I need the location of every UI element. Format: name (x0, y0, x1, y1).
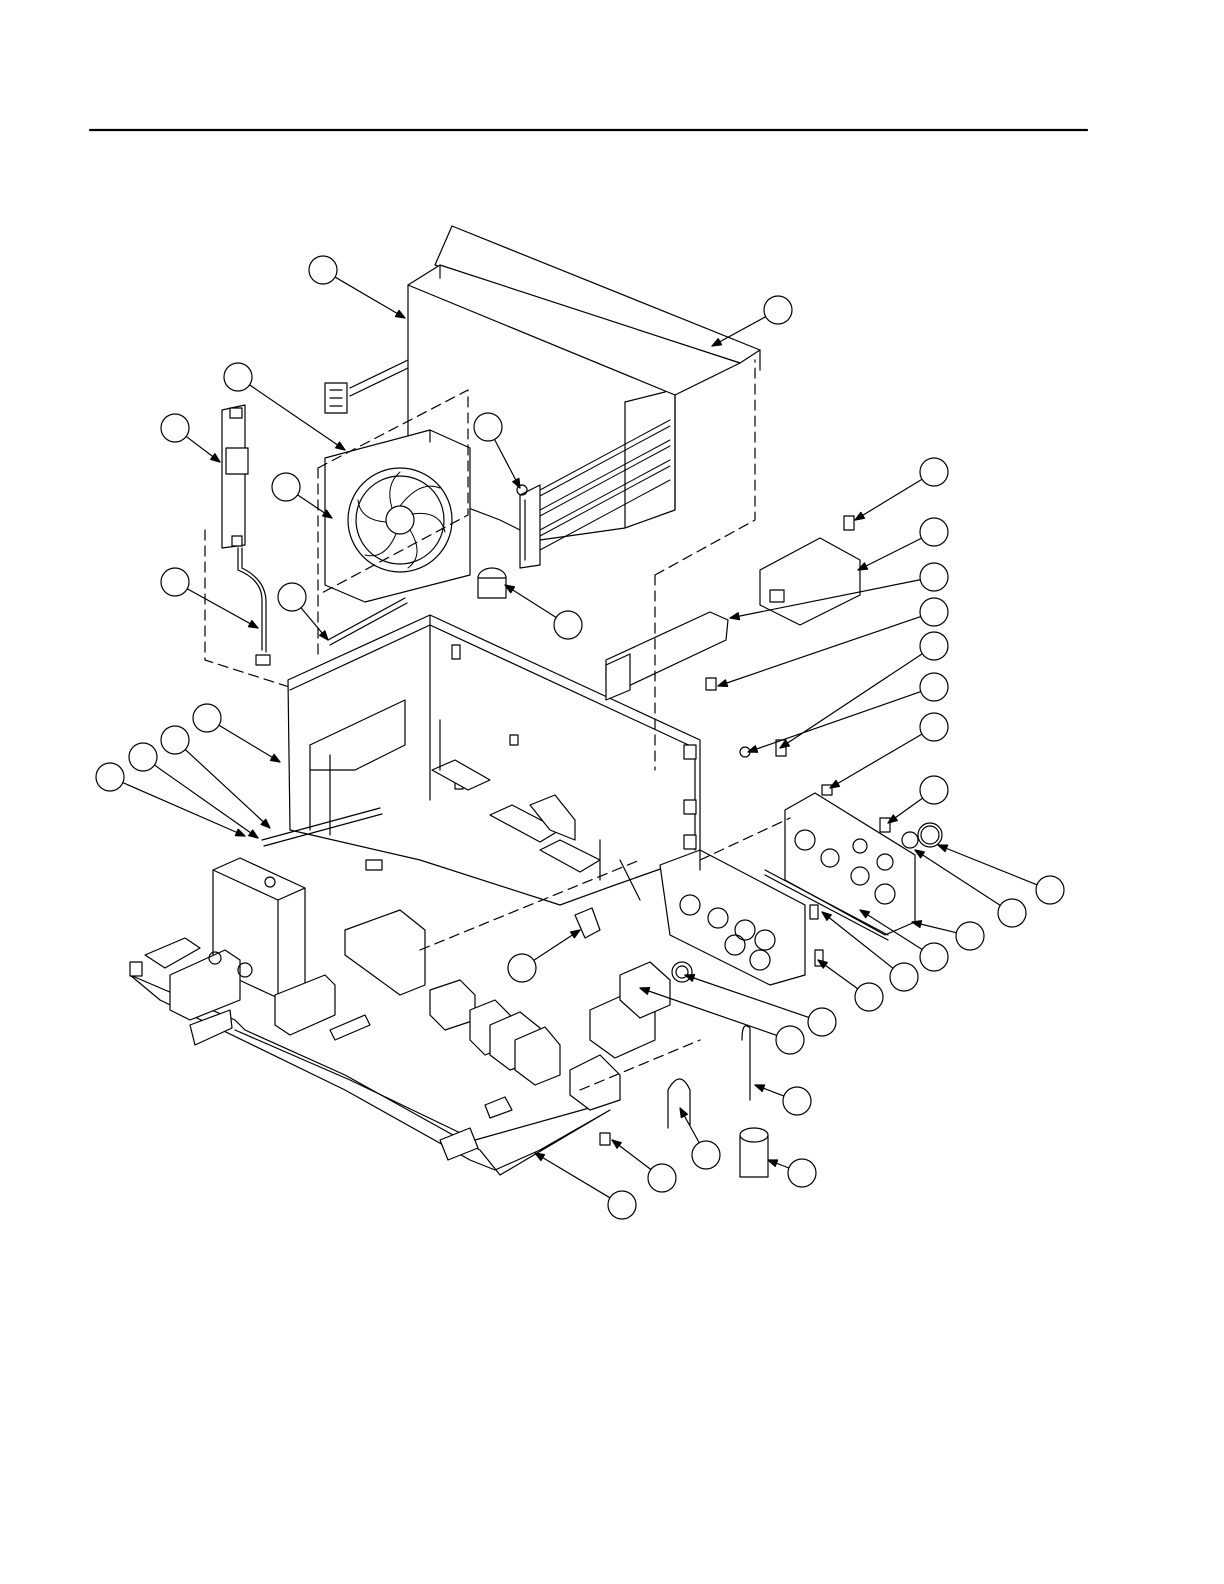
callout-7-leader (855, 479, 922, 520)
callout-20-arrowhead (235, 829, 245, 836)
small-circuit-board (205, 405, 330, 700)
callout-27 (818, 960, 883, 1011)
callout-4 (161, 414, 220, 462)
callout-34 (612, 1140, 676, 1192)
callout-28 (508, 930, 580, 982)
callout-17-arrowhead (270, 754, 280, 762)
callout-21 (888, 776, 948, 823)
callout-13 (718, 598, 948, 686)
callout-11 (278, 583, 328, 640)
callout-7-balloon (920, 458, 948, 486)
callout-28-arrowhead (571, 930, 580, 938)
callout-19-leader (154, 765, 258, 838)
callout-6 (272, 473, 332, 518)
callout-4-arrowhead (211, 454, 220, 462)
callout-33-arrowhead (768, 1160, 778, 1167)
callout-10 (161, 568, 258, 628)
callout-6-balloon (272, 473, 300, 501)
callout-26-balloon (890, 963, 918, 991)
callout-20 (96, 763, 245, 836)
callout-3-balloon (224, 363, 252, 391)
callout-2-balloon (764, 296, 792, 324)
callout-29-leader (685, 975, 809, 1017)
callout-33-balloon (788, 1159, 816, 1187)
callout-22-balloon (1036, 876, 1064, 904)
callout-19-arrowhead (249, 830, 258, 838)
callout-35-leader (535, 1153, 610, 1198)
connector-plate (660, 850, 805, 985)
callout-25-balloon (920, 943, 948, 971)
callout-24 (912, 921, 984, 950)
callout-31-arrowhead (755, 1085, 765, 1092)
callout-10-leader (187, 589, 258, 628)
callout-32 (680, 1108, 720, 1169)
callout-32-arrowhead (680, 1108, 687, 1118)
callout-9-balloon (920, 563, 948, 591)
callout-22-arrowhead (938, 845, 948, 852)
callout-7-arrowhead (855, 512, 865, 520)
callout-14-balloon (920, 632, 948, 660)
callout-10-balloon (161, 568, 189, 596)
callout-15-leader (748, 692, 921, 752)
callout-1-arrowhead (395, 310, 405, 318)
callout-32-balloon (692, 1141, 720, 1169)
callout-21-balloon (920, 776, 948, 804)
callout-24-arrowhead (912, 921, 922, 928)
callout-30-balloon (776, 1026, 804, 1054)
callout-13-balloon (920, 598, 948, 626)
callout-35-balloon (608, 1191, 636, 1219)
callout-15-balloon (920, 673, 948, 701)
callout-34-balloon (648, 1164, 676, 1192)
callout-5-balloon (474, 413, 502, 441)
callout-23-arrowhead (915, 850, 924, 858)
callout-16-arrowhead (830, 780, 840, 788)
callout-11-balloon (278, 583, 306, 611)
callout-18-balloon (161, 726, 189, 754)
callout-23-balloon (998, 899, 1026, 927)
callout-33 (768, 1159, 816, 1187)
callout-19-balloon (129, 743, 157, 771)
callout-30-leader (640, 988, 777, 1035)
callout-27-balloon (855, 983, 883, 1011)
callout-22-leader (938, 845, 1037, 885)
callout-29 (685, 975, 836, 1036)
callout-1-leader (335, 277, 405, 318)
callout-31-balloon (783, 1087, 811, 1115)
callout-8 (858, 518, 948, 570)
callout-17-balloon (193, 704, 221, 732)
callout-8-balloon (920, 518, 948, 546)
callout-35 (535, 1153, 636, 1219)
callout-12-balloon (554, 611, 582, 639)
callout-12 (505, 585, 582, 639)
callout-4-balloon (161, 414, 189, 442)
callout-29-arrowhead (685, 975, 695, 982)
callout-22 (938, 845, 1064, 904)
callout-3-arrowhead (336, 442, 345, 450)
callout-17 (193, 704, 280, 762)
callout-35-arrowhead (535, 1153, 545, 1161)
callout-1 (309, 256, 405, 318)
callout-20-leader (123, 783, 245, 836)
callout-16-balloon (920, 713, 948, 741)
callout-7 (855, 458, 948, 520)
callout-17-leader (219, 725, 280, 762)
callout-1-balloon (309, 256, 337, 284)
callout-8-leader (858, 538, 921, 570)
callout-9-arrowhead (730, 613, 740, 620)
callout-24-balloon (956, 922, 984, 950)
callout-10-arrowhead (248, 621, 258, 628)
callout-13-arrowhead (718, 680, 728, 687)
callout-16-leader (830, 734, 922, 788)
callout-29-balloon (808, 1008, 836, 1036)
callout-31 (755, 1085, 811, 1115)
callout-23-leader (915, 850, 1000, 905)
callout-23 (915, 850, 1026, 927)
callout-18 (161, 726, 270, 828)
callout-34-arrowhead (612, 1140, 621, 1148)
callout-28-balloon (508, 954, 536, 982)
callout-20-balloon (96, 763, 124, 791)
callout-26-arrowhead (822, 912, 831, 920)
